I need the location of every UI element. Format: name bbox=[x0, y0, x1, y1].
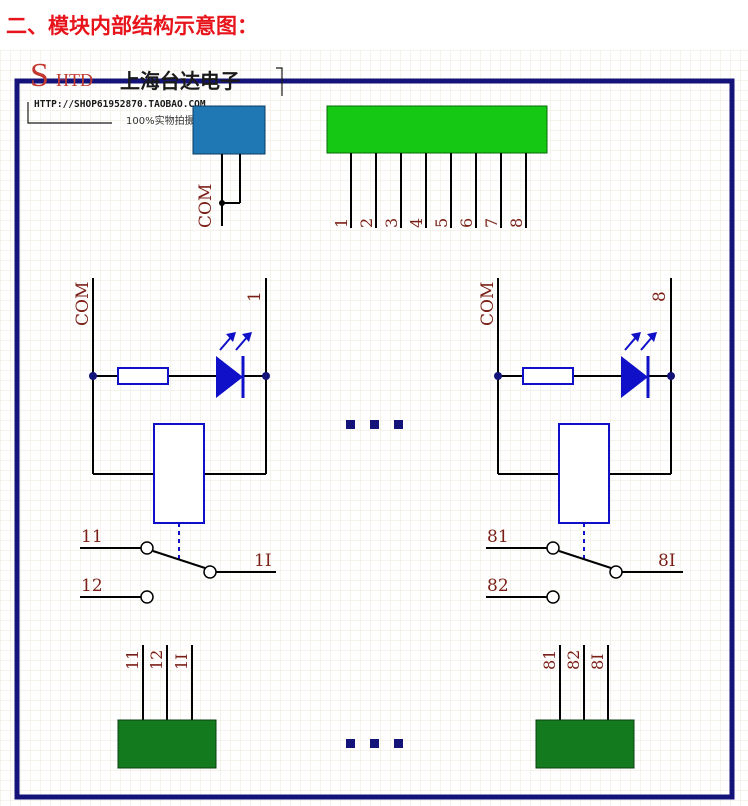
relay-right-signal-label: 8 bbox=[650, 291, 670, 302]
relay-coil-left bbox=[153, 423, 205, 524]
relay-left-common-label: 1I bbox=[254, 551, 272, 571]
contact-nc-left bbox=[140, 541, 154, 555]
watermark-bracket bbox=[276, 67, 283, 96]
relay-right-contacts bbox=[486, 547, 683, 598]
channel-ellipsis-middle bbox=[346, 420, 403, 429]
com-junction-dot bbox=[219, 200, 225, 206]
terminal-right-pins bbox=[559, 645, 609, 720]
watermark-company: 上海台达电子 bbox=[120, 69, 240, 93]
contact-common-left bbox=[203, 565, 217, 579]
resistor-right bbox=[522, 367, 574, 385]
terminal-right-pin-label: 81 bbox=[540, 650, 559, 670]
header-pin-label: 8 bbox=[507, 218, 526, 228]
relay-right-no-label: 82 bbox=[487, 576, 509, 596]
com-connector-block bbox=[192, 105, 266, 155]
input-header-pin-labels: 1 2 3 4 5 6 7 8 bbox=[332, 218, 526, 228]
watermark-url: HTTP://SHOP61952870.TAOBAO.COM bbox=[34, 99, 206, 110]
header-pin-label: 3 bbox=[382, 218, 401, 228]
relay-left-no-label: 12 bbox=[81, 576, 103, 596]
junction-dot bbox=[89, 372, 97, 380]
header-pin-label: 2 bbox=[357, 218, 376, 228]
relay-right-nc-label: 81 bbox=[487, 527, 509, 547]
output-terminal-right: 81 82 8I bbox=[535, 645, 635, 769]
watermark-brand-letter: S bbox=[30, 57, 49, 94]
watermark-corner bbox=[27, 102, 112, 124]
junction-dot bbox=[667, 372, 675, 380]
com-top-label: COM bbox=[196, 184, 216, 228]
junction-dot bbox=[494, 372, 502, 380]
relay-channel-right: COM 8 81 82 8I bbox=[478, 278, 683, 604]
contact-no-left bbox=[140, 590, 154, 604]
junction-dot bbox=[262, 372, 270, 380]
input-header-pins bbox=[350, 153, 527, 228]
header-pin-label: 1 bbox=[332, 218, 351, 228]
header-pin-label: 7 bbox=[482, 218, 501, 228]
terminal-left-pin-label: 12 bbox=[147, 650, 166, 670]
relay-coil-right bbox=[558, 423, 610, 524]
relay-right-com-label: COM bbox=[478, 282, 498, 326]
resistor-left bbox=[117, 367, 169, 385]
header-pin-label: 4 bbox=[407, 218, 426, 228]
output-terminal-left: 11 12 1I bbox=[117, 645, 217, 769]
terminal-left-pin-label: 1I bbox=[172, 654, 191, 671]
input-header-block bbox=[326, 105, 548, 154]
relay-left-nc-label: 11 bbox=[81, 527, 103, 547]
contact-common-right bbox=[609, 565, 623, 579]
outer-frame bbox=[14, 78, 735, 800]
header-pin-label: 5 bbox=[432, 218, 451, 228]
terminal-right-pin-label: 8I bbox=[588, 654, 607, 671]
page-heading: 二、模块内部结构示意图： bbox=[6, 14, 258, 38]
relay-left-contacts bbox=[80, 547, 276, 598]
contact-no-right bbox=[546, 590, 560, 604]
relay-channel-left: COM 1 11 12 1I bbox=[73, 278, 276, 604]
terminal-right-block bbox=[535, 719, 635, 769]
terminal-left-pin-label: 11 bbox=[123, 650, 142, 670]
relay-right-common-label: 8I bbox=[658, 551, 676, 571]
led-left bbox=[216, 332, 252, 398]
contact-nc-right bbox=[546, 541, 560, 555]
relay-left-com-label: COM bbox=[73, 282, 93, 326]
terminal-left-block bbox=[117, 719, 217, 769]
terminal-right-pin-label: 82 bbox=[564, 650, 583, 670]
terminal-left-pins bbox=[142, 645, 193, 720]
terminal-ellipsis-bottom bbox=[346, 739, 403, 748]
header-pin-label: 6 bbox=[457, 218, 476, 228]
relay-left-signal-label: 1 bbox=[245, 291, 265, 302]
watermark-brand-rest: HTD bbox=[56, 70, 93, 90]
led-right bbox=[621, 332, 657, 398]
